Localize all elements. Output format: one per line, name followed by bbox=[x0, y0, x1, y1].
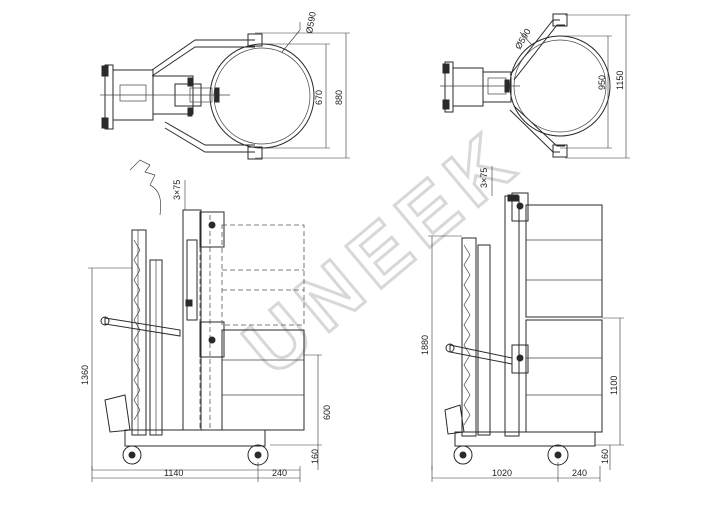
top-right-h2: 1150 bbox=[615, 71, 625, 90]
top-left-diameter: Ø590 bbox=[304, 11, 318, 34]
top-right-diameter: Ø590 bbox=[513, 27, 533, 51]
side-left-total-h: 1360 bbox=[80, 365, 90, 385]
side-right-total-h: 1880 bbox=[420, 335, 430, 355]
top-left-h1: 670 bbox=[314, 90, 324, 105]
side-right-base-h: 160 bbox=[600, 449, 610, 464]
side-left-base-h: 160 bbox=[310, 449, 320, 464]
watermark: UNEEK bbox=[225, 110, 538, 393]
side-left-chain: 3×75 bbox=[172, 180, 182, 200]
watermark-text: UNEEK bbox=[227, 112, 537, 392]
side-left-len: 1140 bbox=[164, 468, 183, 478]
side-right-ext: 240 bbox=[572, 468, 587, 478]
side-view-right: 3×75 1880 1100 160 1020 240 bbox=[420, 166, 624, 482]
side-view-left: 3×75 1360 600 160 1140 240 bbox=[80, 159, 332, 482]
side-right-chain: 3×75 bbox=[479, 168, 489, 188]
top-right-h1: 950 bbox=[597, 75, 607, 90]
side-left-load-h: 600 bbox=[322, 405, 332, 420]
top-view-left: Ø590 670 880 bbox=[100, 11, 350, 160]
side-right-len: 1020 bbox=[492, 468, 512, 478]
top-left-h2: 880 bbox=[334, 90, 344, 105]
side-left-ext: 240 bbox=[272, 468, 287, 478]
side-right-load-h: 1100 bbox=[609, 376, 619, 395]
